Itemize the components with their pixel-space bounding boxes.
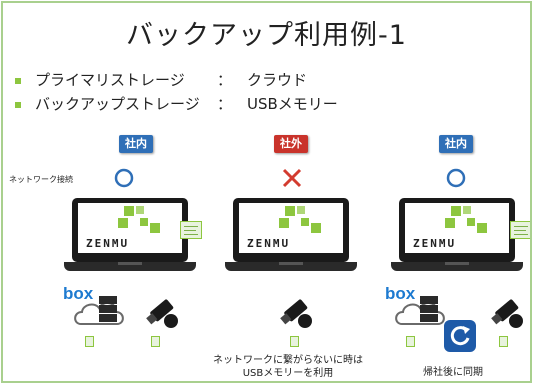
sync-icon [444, 320, 476, 352]
usb-drive-icon [146, 299, 178, 328]
laptop-icon: ZENMU [225, 198, 357, 284]
file-icon [85, 336, 94, 347]
cloud-server-icon [395, 296, 445, 325]
bullet-row-primary: プライマリストレージ ： クラウド [15, 69, 307, 90]
cloud-server-icon [74, 296, 124, 325]
file-icon [290, 336, 299, 347]
separator: ： [217, 71, 233, 89]
sync-caption: 帰社後に同期 [423, 367, 483, 378]
usb-drive-icon [280, 299, 312, 328]
zenmu-logo: ZENMU [247, 237, 291, 250]
usb-drive-icon [491, 299, 523, 328]
disconnected-cross-icon [282, 168, 302, 188]
laptop-icon: ZENMU [64, 198, 196, 284]
badge-inside-office-2: 社内 [439, 135, 473, 153]
file-icon [151, 336, 160, 347]
offline-caption-line1: ネットワークに繋がらないに時は [213, 355, 363, 366]
zenmu-logo: ZENMU [413, 237, 457, 250]
connected-circle-icon [446, 168, 466, 188]
bullet-marker [15, 77, 21, 84]
badge-inside-office-1: 社内 [119, 135, 153, 153]
slide-title: バックアップ利用例-1 [126, 20, 407, 51]
backup-storage-value: USBメモリー [247, 95, 338, 113]
box-logo: box [63, 284, 94, 303]
network-connection-label: ネットワーク接続 [9, 175, 73, 184]
file-icon [499, 336, 508, 347]
bullet-row-backup: バックアップストレージ ： USBメモリー [15, 93, 338, 114]
bullet-marker [15, 101, 21, 108]
file-icon [510, 221, 530, 239]
laptop-icon: ZENMU [391, 198, 523, 284]
box-logo: box [385, 284, 416, 303]
separator: ： [217, 95, 233, 113]
backup-storage-label: バックアップストレージ [35, 95, 200, 113]
connected-circle-icon [114, 168, 134, 188]
badge-outside-office: 社外 [274, 135, 308, 153]
primary-storage-value: クラウド [247, 71, 308, 89]
offline-caption-line2: USBメモリーを利用 [242, 368, 334, 379]
primary-storage-label: プライマリストレージ [35, 71, 185, 89]
file-icon [180, 221, 202, 239]
offline-caption: ネットワークに繋がらないに時は USBメモリーを利用 [203, 354, 373, 380]
file-icon [406, 336, 415, 347]
zenmu-logo: ZENMU [86, 237, 130, 250]
